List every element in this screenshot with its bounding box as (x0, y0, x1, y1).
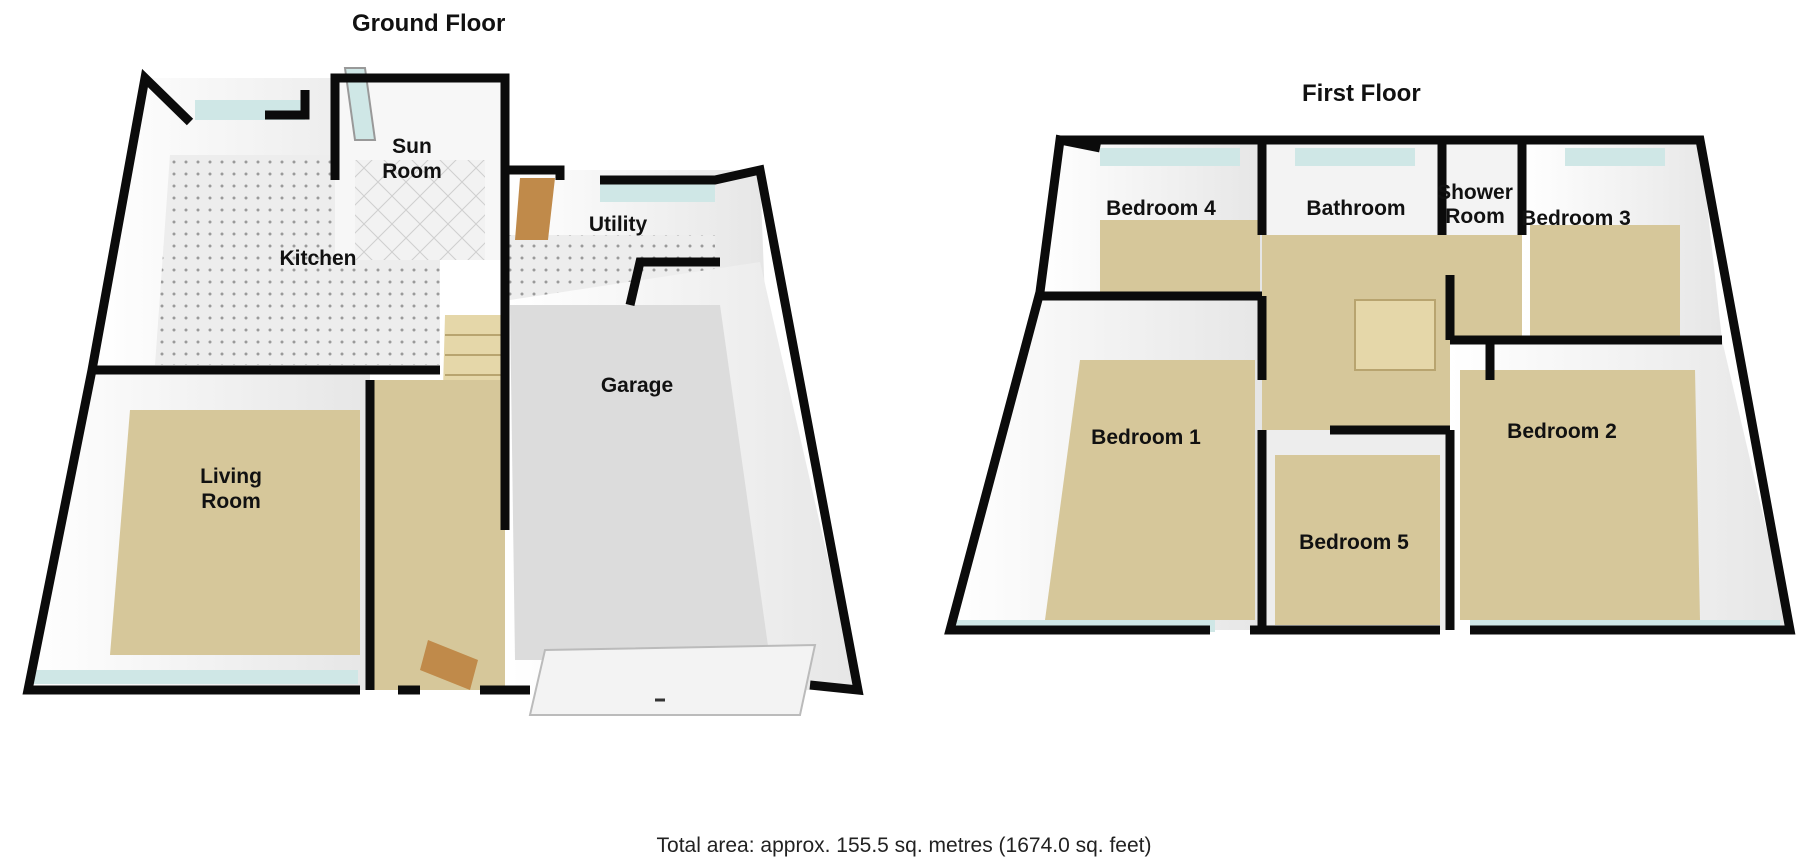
garage-door (528, 643, 817, 716)
label-bedroom-1: Bedroom 1 (1091, 426, 1201, 449)
first-floor-walls (944, 134, 1796, 635)
label-living-room-2: Room (201, 490, 261, 513)
label-shower-room-2: Room (1445, 205, 1505, 228)
label-bathroom: Bathroom (1306, 197, 1405, 220)
first-floor-stairs (1354, 299, 1436, 371)
sun-room-door (343, 67, 377, 141)
label-kitchen: Kitchen (279, 247, 356, 270)
total-area-caption: Total area: approx. 155.5 sq. metres (16… (656, 834, 1152, 857)
bathroom-room (1262, 140, 1442, 235)
shower-room (1442, 140, 1522, 235)
label-sun-room-1: Sun (392, 135, 432, 158)
utility-door (515, 178, 555, 240)
label-bedroom-5: Bedroom 5 (1299, 531, 1409, 554)
hallway (370, 380, 505, 690)
bedroom-1-room (950, 300, 1262, 632)
label-sun-room-2: Room (382, 160, 442, 183)
sun-room (335, 67, 505, 260)
label-garage: Garage (601, 374, 673, 397)
bedroom-2-room (1450, 340, 1790, 632)
bedroom-4-room (1040, 140, 1262, 292)
label-bedroom-2: Bedroom 2 (1507, 420, 1617, 443)
label-bedroom-3: Bedroom 3 (1521, 207, 1631, 230)
garage-room (510, 262, 858, 716)
bedroom-3-room (1522, 140, 1722, 340)
first-floor-title: First Floor (1302, 80, 1421, 107)
ground-floor (22, 67, 864, 716)
front-door (420, 640, 478, 690)
first-floor (944, 134, 1796, 635)
ground-floor-title: Ground Floor (352, 10, 506, 37)
label-living-room-1: Living (200, 465, 262, 488)
label-bedroom-4: Bedroom 4 (1106, 197, 1216, 220)
ground-floor-walls (22, 68, 864, 696)
room-labels: Sun Room Kitchen Utility Garage Living R… (200, 135, 1631, 554)
label-shower-room-1: Shower (1437, 181, 1513, 204)
label-utility: Utility (589, 213, 648, 236)
bedroom-5-room (1262, 430, 1450, 630)
living-room (28, 372, 370, 690)
